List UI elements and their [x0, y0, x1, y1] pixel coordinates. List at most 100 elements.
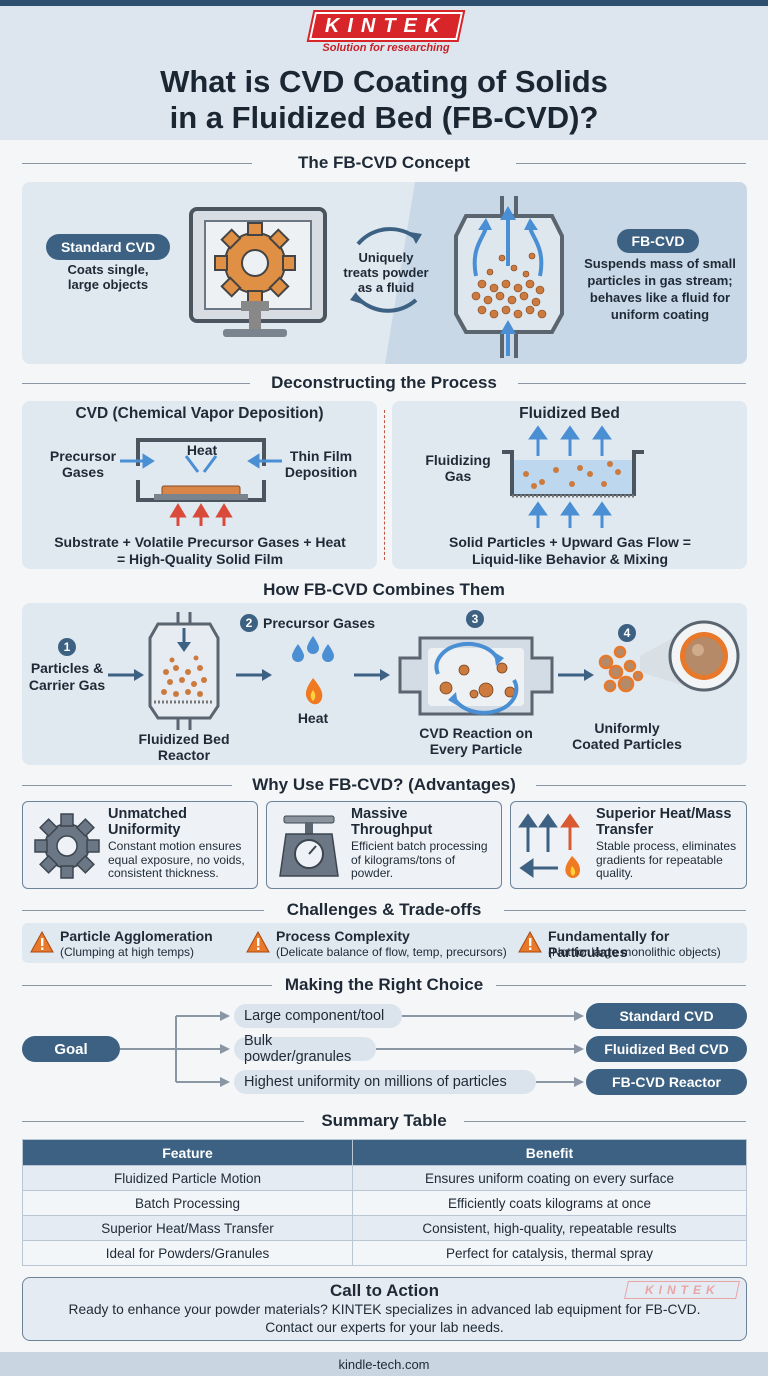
label-line: Gases — [61, 464, 105, 480]
label-line: Precursor — [49, 448, 117, 464]
concept-panel-right — [385, 182, 747, 364]
standard-cvd-chamber-icon — [189, 207, 327, 337]
center-line: as a fluid — [357, 280, 415, 295]
step-line: Every Particle — [429, 741, 523, 757]
divider — [518, 383, 746, 384]
cvd-chamber-icon — [120, 438, 282, 526]
title-line: Superior Heat/Mass — [596, 806, 732, 822]
route-bulk-powder: Bulk powder/granules — [234, 1033, 376, 1065]
divider — [516, 163, 746, 164]
divider — [504, 910, 746, 911]
heat-label: Heat — [186, 442, 218, 458]
desc-line: powder. — [351, 866, 394, 880]
divider — [22, 163, 252, 164]
step-line: Particles & — [30, 660, 104, 676]
label-line: Thin Film — [289, 448, 353, 464]
desc-line: gradients for repeatable — [596, 852, 723, 867]
desc-line: consistent thickness. — [108, 866, 219, 880]
precursor-drops-icon — [292, 636, 334, 705]
step-1-badge: 1 — [58, 638, 76, 656]
section-title-choice: Making the Right Choice — [284, 975, 484, 994]
cta-line: Contact our experts for your lab needs. — [265, 1320, 504, 1335]
table-cell: Consistent, high-quality, repeatable res… — [352, 1215, 747, 1241]
desc-line: Stable process, eliminates — [596, 839, 737, 853]
title-line: Unmatched — [108, 806, 187, 822]
challenge-desc: (Clumping at high temps) — [60, 945, 195, 959]
divider — [22, 985, 272, 986]
outcome-fb-cvd-reactor: FB-CVD Reactor — [586, 1069, 747, 1095]
table-cell: Ideal for Powders/Granules — [22, 1240, 353, 1266]
panel-divider — [384, 410, 385, 560]
section-title-concept: The FB-CVD Concept — [298, 153, 470, 172]
equation-line: Substrate + Volatile Precursor Gases + H… — [54, 534, 346, 550]
tagline: Solution for researching — [322, 42, 450, 54]
route-large-component: Large component/tool — [234, 1004, 402, 1028]
divider — [22, 1121, 304, 1122]
arrow-icon — [558, 669, 594, 681]
table-cell: Ensures uniform coating on every surface — [352, 1165, 747, 1191]
title-line: Transfer — [596, 822, 654, 838]
reactor-line: Reactor — [157, 747, 211, 763]
center-line: treats powder — [343, 265, 429, 280]
fluidized-bed-tank-icon — [502, 425, 644, 528]
desc-line: Coats single, — [67, 262, 149, 277]
label-line: Gas — [444, 468, 472, 484]
fb-equation: Solid Particles + Upward Gas Flow =Liqui… — [400, 534, 740, 568]
cta-text: Ready to enhance your powder materials? … — [22, 1301, 747, 1337]
warning-icon — [518, 931, 542, 953]
desc-line: Suspends mass of small — [584, 256, 736, 271]
heat-mass-transfer-icon — [518, 813, 580, 878]
challenge-desc: (Not for large monolithic objects) — [548, 945, 721, 959]
title-line: Massive — [351, 806, 408, 822]
kintek-logo: KINTEK — [306, 10, 466, 42]
desc-line: Constant motion ensures — [108, 839, 242, 853]
divider — [536, 785, 746, 786]
challenge-title: Particle Agglomeration — [60, 928, 213, 944]
table-cell: Fluidized Particle Motion — [22, 1165, 353, 1191]
section-title-challenges: Challenges & Trade-offs — [286, 900, 482, 919]
desc-line: quality. — [596, 866, 634, 880]
decision-tree-lines — [120, 1011, 584, 1087]
divider — [22, 785, 232, 786]
equation-line: Liquid-like Behavior & Mixing — [471, 551, 669, 567]
equation-line: Solid Particles + Upward Gas Flow = — [449, 534, 691, 550]
cta-title: Call to Action — [330, 1281, 439, 1300]
cycle-arrows-icon — [350, 227, 422, 313]
step-1-label: Particles &Carrier Gas — [22, 660, 112, 694]
fb-cvd-badge: FB-CVD — [617, 229, 699, 253]
desc-line: large objects — [67, 277, 149, 292]
summary-table: Feature Benefit Fluidized Particle Motio… — [22, 1139, 747, 1266]
desc-line: behaves like a fluid for — [589, 290, 731, 305]
fluidized-bed-title: Fluidized Bed — [519, 405, 620, 422]
route-highest-uniformity: Highest uniformity on millions of partic… — [234, 1070, 536, 1094]
step-2-badge: 2 — [240, 614, 258, 632]
desc-line: Efficient batch processing — [351, 839, 488, 853]
cta-panel — [22, 1277, 747, 1341]
challenges-panel — [22, 923, 747, 963]
step-line: CVD Reaction on — [419, 725, 533, 741]
section-title-summary: Summary Table — [321, 1111, 447, 1130]
label-line: Deposition — [284, 464, 358, 480]
step-4-badge: 4 — [618, 624, 636, 642]
challenge-title: Process Complexity — [276, 928, 410, 944]
standard-cvd-desc: Coats single,large objects — [40, 262, 176, 292]
footer-url[interactable]: kindle-tech.com — [0, 1352, 768, 1376]
logo-text: KINTEK — [324, 14, 448, 37]
arrow-icon — [354, 669, 390, 681]
fb-reactor-icon — [148, 612, 220, 730]
gear-icon — [34, 813, 100, 879]
divider — [22, 910, 264, 911]
